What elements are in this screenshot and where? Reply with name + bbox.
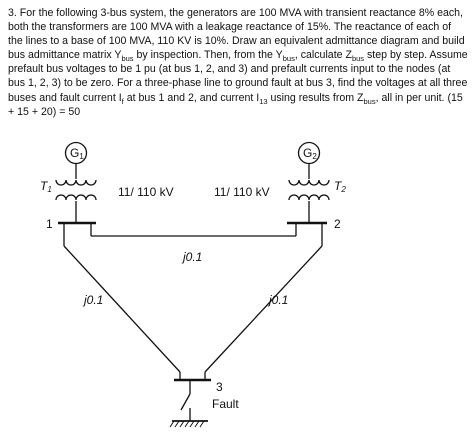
transformer-1-rating: 11/ 110 kV	[118, 185, 174, 199]
fault-switch-blade	[180, 393, 191, 411]
problem-text-1: For the following 3-bus system, the gene…	[8, 7, 465, 62]
bus-3-label: 3	[216, 380, 223, 394]
problem-text-4: step by step. Assume prefault bus voltag…	[8, 49, 468, 104]
generator-2-label: G2	[303, 146, 317, 161]
transformer-2-secondary-coil	[288, 194, 330, 201]
transformer-2-primary-coil	[288, 179, 330, 186]
ground-hatch	[169, 420, 205, 428]
subscript-13: 13	[259, 96, 268, 106]
generator-1-label: G1	[70, 146, 84, 161]
problem-text-6: using results from Z	[267, 91, 364, 104]
transformer-1-label: T1	[40, 179, 52, 194]
transformer-1-secondary-coil	[55, 194, 97, 201]
transformer-2-label: T2	[334, 179, 346, 194]
transformer-2-rating: 11/ 110 kV	[214, 185, 270, 199]
problem-number: 3.	[8, 7, 17, 19]
subscript-bus-1: bus	[121, 54, 134, 64]
problem-text-3: , calculate Z	[294, 49, 352, 62]
problem-text-7: , all in per unit. (15 + 15 + 20) = 50	[8, 91, 463, 118]
bus-1-label: 1	[46, 217, 53, 231]
problem-statement: 3. For the following 3-bus system, the g…	[8, 6, 468, 119]
line-2-3-reactance: j0.1	[267, 293, 288, 307]
transformer-1-primary-coil	[55, 179, 97, 186]
line-1-2-reactance: j0.1	[181, 250, 202, 264]
line-1-3	[63, 245, 181, 373]
problem-text-5: at bus 1 and 2, and current I	[123, 91, 260, 104]
subscript-f: f	[121, 96, 124, 106]
bus-2-label: 2	[334, 217, 341, 231]
problem-text-2: by inspection. Then, from the Y	[133, 49, 283, 62]
fault-label: Fault	[212, 397, 239, 411]
subscript-bus-3: bus	[351, 54, 365, 64]
subscript-bus-2: bus	[282, 54, 295, 64]
subscript-bus-4: bus	[363, 96, 376, 106]
line-2-3	[204, 245, 323, 373]
line-1-3-reactance: j0.1	[82, 293, 103, 307]
